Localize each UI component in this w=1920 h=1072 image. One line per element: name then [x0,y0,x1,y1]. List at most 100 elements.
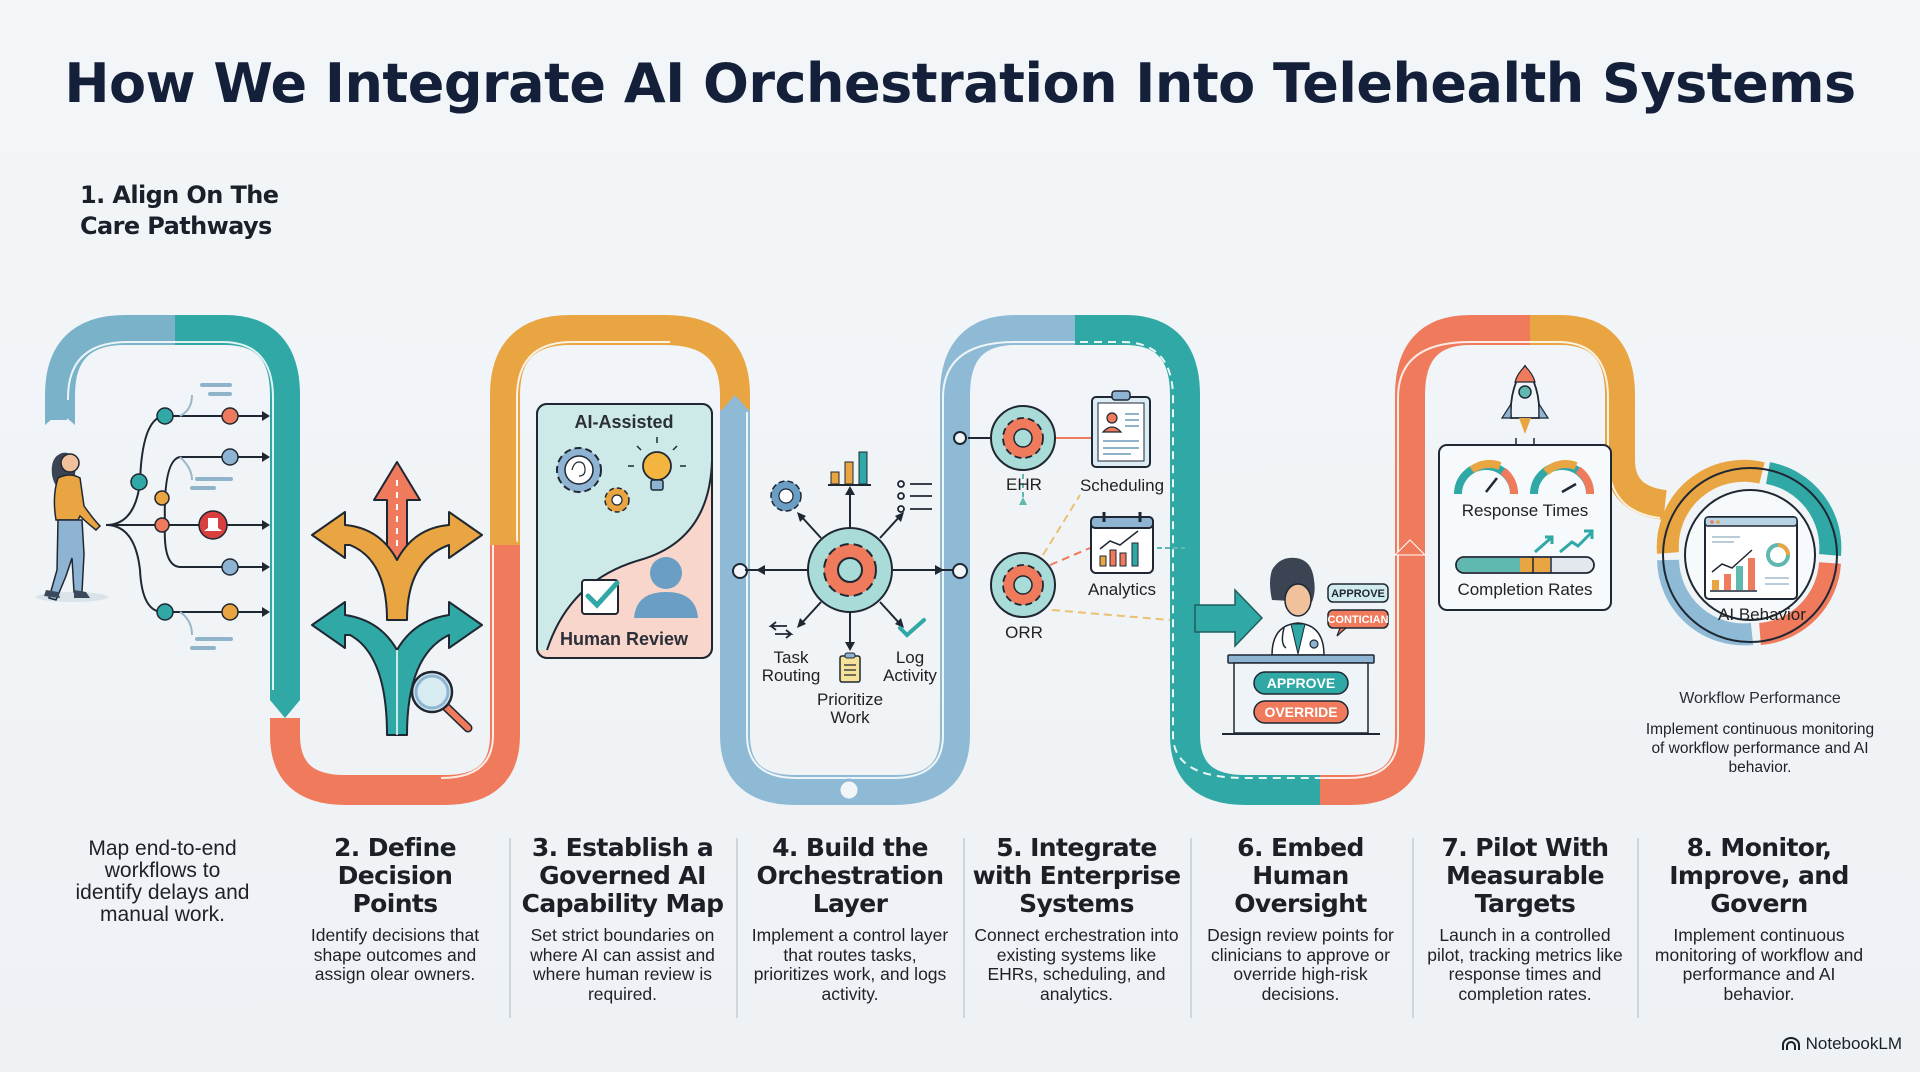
path-segment-1 [45,315,175,425]
step-7-description: Launch in a controlled pilot, tracking m… [1427,925,1623,1004]
orr-gear-icon [990,552,1056,618]
step-6-illustration: APPROVE CONTICIAN APPROVE OVERRIDE [1222,557,1389,735]
step-5-column: 5. Integrate with Enterprise Systems Con… [970,834,1183,1004]
completion-rates-label: Completion Rates [1457,580,1592,599]
clipboard-icon [839,652,861,683]
rocket-icon [1500,364,1550,456]
step-3-column: 3. Establish a Governed AI Capability Ma… [520,834,725,1004]
clipboard-profile-icon [1091,390,1151,468]
path-segment-6 [1075,315,1320,805]
step-2-title: 2. Define Decision Points [333,833,457,918]
step-5-description: Connect erchestration into existing syst… [974,925,1179,1004]
approve-button-label: APPROVE [1267,675,1335,691]
response-times-label: Response Times [1462,501,1589,520]
approve-speech-bubble: APPROVE [1327,583,1389,603]
gauge-icon-2 [1530,460,1594,495]
step-5-title: 5. Integrate with Enterprise Systems [972,833,1181,918]
brand-watermark: NotebookLM [1781,1034,1902,1054]
log-activity-label-2: Activity [883,666,937,685]
step-6-title: 6. Embed Human Oversight [1234,833,1367,918]
step-5-illustration: EHR ORR Scheduling Analytics [968,390,1185,642]
path-segment-2 [175,315,300,718]
step-2-column: 2. Define Decision Points Identify decis… [300,834,490,985]
trend-arrows-icon [1534,529,1594,554]
bubble-clinician-label: CONTICIAN [1327,614,1388,626]
step-8-title: 8. Monitor, Improve, and Govern [1669,833,1849,918]
column-divider [1412,838,1414,1018]
small-gear-icon [604,487,630,513]
column-divider [736,838,738,1018]
step-3-title: 3. Establish a Governed AI Capability Ma… [521,833,724,918]
brain-gear-icon [556,447,602,493]
step-8-column: 8. Monitor, Improve, and Govern Implemen… [1650,834,1868,1004]
path-segment-8 [1530,315,1668,520]
step-3-description: Set strict boundaries on where AI can as… [530,925,715,1004]
override-button-label: OVERRIDE [1264,704,1337,720]
step-7-illustration: Response Times Completion Rates [1438,364,1612,611]
ehr-label: EHR [1006,475,1042,494]
column-divider [1190,838,1192,1018]
brand-name: NotebookLM [1805,1034,1902,1053]
approve-button[interactable]: APPROVE [1253,671,1349,695]
step-4-title: 4. Build the Orchestration Layer [756,833,944,918]
notebooklm-logo-icon [1781,1037,1800,1050]
human-review-label: Human Review [560,629,689,649]
clinician-speech-bubble: CONTICIAN [1327,609,1389,637]
checkmark-icon [898,618,926,638]
step-2-description: Identify decisions that shape outcomes a… [310,925,480,984]
step-4-description: Implement a control layer that routes ta… [751,925,949,1004]
completion-progress-bar [1455,556,1595,574]
page-title: How We Integrate AI Orchestration Into T… [64,52,1856,115]
step-4-illustration: Task Routing Prioritize Work Log Activit… [745,451,953,727]
lightbulb-icon [628,437,686,491]
column-divider [509,838,511,1018]
step-1-title: 1. Align On The Care Pathways [80,181,279,240]
list-icon [897,480,932,513]
ehr-gear-icon [990,405,1056,471]
step-8-subcaption: Workflow Performance Implement continuou… [1640,690,1880,777]
step-8-illustration: AI Behavior [1656,459,1842,646]
magnifier-icon [410,670,473,733]
bar-chart-icon [828,451,871,486]
step-8-description: Implement continuous monitoring of workf… [1654,925,1864,1004]
path-segment-5 [720,315,1075,805]
task-routing-label-2: Routing [762,666,821,685]
bubble-approve-label: APPROVE [1331,588,1385,600]
step-3-illustration: AI-Assisted Human Review [536,403,713,659]
scheduling-label: Scheduling [1080,476,1164,495]
ai-assisted-label: AI-Assisted [574,412,673,432]
orchestration-gear-icon [823,543,877,597]
step-4-column: 4. Build the Orchestration Layer Impleme… [745,834,955,1004]
prioritize-work-label: Prioritize [817,690,883,709]
log-activity-label: Log [896,648,924,667]
checkbox-icon [581,579,620,615]
prioritize-work-label-2: Work [830,708,870,727]
step-1-description: Map end-to-end workflows to identify del… [75,837,250,926]
path-segment-4 [490,315,750,545]
calendar-analytics-icon [1090,512,1154,574]
override-button[interactable]: OVERRIDE [1253,700,1349,724]
gauge-icon-1 [1454,459,1518,495]
step-2-illustration [311,461,483,736]
workflow-performance-heading: Workflow Performance [1679,690,1841,707]
human-silhouette-icon [634,557,698,618]
path-segment-7 [1320,315,1530,805]
step-6-description: Design review points for clinicians to a… [1207,925,1394,1004]
dashboard-monitor-icon [1704,516,1798,600]
workflow-performance-text: Implement continuous monitoring of workf… [1645,721,1875,776]
analytics-label: Analytics [1088,580,1156,599]
person-walking-icon [44,452,102,601]
clinician-icon [1270,557,1325,656]
path-segment-3 [270,545,520,805]
step-7-title: 7. Pilot With Measurable Targets [1441,833,1610,918]
column-divider [1637,838,1639,1018]
step-1-illustration [36,383,270,650]
swap-arrows-icon [768,621,794,639]
ai-behavior-label: AI Behavior [1718,605,1806,624]
step-1-column: Map end-to-end workflows to identify del… [70,838,255,926]
step-7-column: 7. Pilot With Measurable Targets Launch … [1420,834,1630,1004]
task-routing-label: Task [774,648,809,667]
step-6-column: 6. Embed Human Oversight Design review p… [1198,834,1403,1004]
orr-label: ORR [1005,623,1043,642]
